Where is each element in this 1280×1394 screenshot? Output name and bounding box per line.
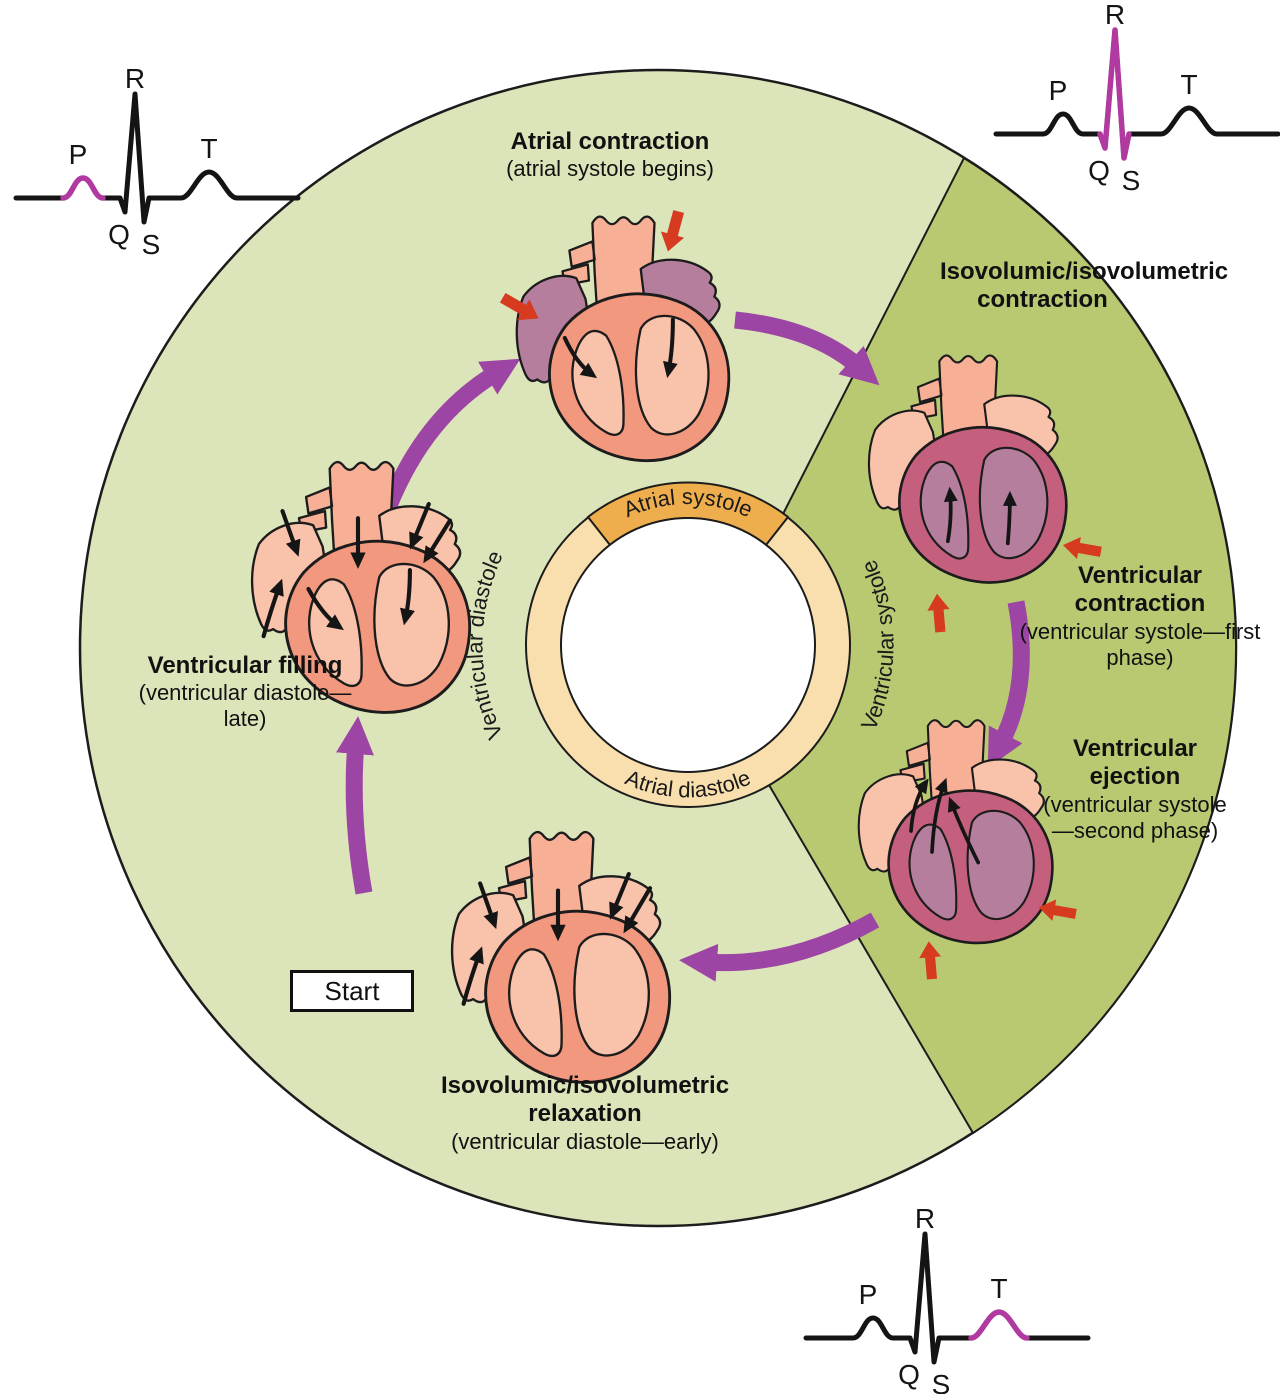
cycle-arrow-ejection-to-relaxation — [679, 912, 880, 982]
ecg-label-p: P — [69, 139, 88, 170]
blood-flow-arrow — [662, 317, 678, 379]
ecg-label-s: S — [932, 1369, 951, 1394]
heart-ventricular-filling — [250, 460, 472, 714]
stage-title: Atrial contraction — [510, 128, 710, 155]
blood-flow-arrow — [423, 518, 453, 564]
ecg-label-p: P — [859, 1279, 878, 1310]
blood-flow-arrow — [623, 886, 653, 934]
stage-subtitle: (ventricular systole—second phase) — [1043, 791, 1227, 843]
ecg-label-s: S — [142, 229, 161, 260]
ecg-label-q: Q — [898, 1359, 920, 1390]
heart-atrial-contraction — [496, 208, 731, 463]
ecg-label-q: Q — [108, 219, 130, 250]
start-box: Start — [290, 970, 414, 1012]
cycle-arrow-filling-to-atrial-contraction — [380, 358, 521, 512]
cycle-arrow-relaxation-to-filling — [336, 716, 374, 895]
stage-title: Ventricular contraction — [1074, 562, 1206, 618]
stage-title: Ventricular ejection — [1072, 735, 1198, 791]
ecg-label-p: P — [1049, 75, 1068, 106]
cycle-arrow-atrial-contraction-to-isovolumic-contraction — [734, 311, 880, 386]
start-label: Start — [324, 975, 380, 1006]
blood-flow-arrow — [461, 946, 484, 1006]
ring-center-hole — [560, 517, 816, 773]
blood-flow-arrow — [280, 509, 301, 557]
ecg-label-r: R — [125, 63, 145, 94]
ecg-label-t: T — [990, 1273, 1007, 1304]
stage-title: Isovolumic/isovolumetric relaxation — [440, 1072, 730, 1128]
label-isovolumic-relaxation: Isovolumic/isovolumetric relaxation (ven… — [400, 1072, 770, 1155]
label-isovolumic-contraction: Isovolumic/isovolumetric contraction — [940, 258, 1229, 315]
label-atrial-contraction: Atrial contraction (atrial systole begin… — [440, 128, 780, 182]
label-ventricular-filling: Ventricular filling (ventricular diastol… — [130, 652, 360, 732]
ecg-label-r: R — [915, 1203, 935, 1234]
ecg-p-wave-highlight: P R Q S T — [13, 63, 301, 260]
label-ventricular-ejection: Ventricular ejection (ventricular systol… — [1040, 735, 1230, 844]
heart-isovolumic-relaxation — [450, 830, 672, 1084]
blood-flow-arrow — [947, 796, 981, 865]
ecg-label-r: R — [1105, 0, 1125, 30]
blood-flow-arrow — [930, 777, 948, 854]
ecg-label-q: Q — [1088, 155, 1110, 186]
ecg-qrs-highlight: P R Q S T — [993, 0, 1280, 196]
ecg-label-t: T — [1180, 69, 1197, 100]
stage-subtitle: (atrial systole begins) — [506, 156, 714, 182]
blood-flow-arrow — [943, 486, 958, 544]
blood-flow-arrow — [562, 335, 598, 379]
stage-title: Isovolumic/isovolumetric contraction — [940, 258, 1229, 314]
blood-flow-arrow — [909, 778, 929, 833]
ecg-label-t: T — [200, 133, 217, 164]
stage-subtitle: (ventricular diastole—late) — [138, 680, 352, 732]
label-ventricular-contraction: Ventricular contraction (ventricular sys… — [1015, 562, 1265, 671]
ecg-label-s: S — [1122, 165, 1141, 196]
blood-flow-arrow — [478, 881, 498, 930]
heart-isovolumic-contraction — [867, 354, 1103, 634]
blood-flow-arrow — [261, 578, 284, 639]
blood-flow-arrow — [609, 871, 631, 920]
stage-title: Ventricular filling — [147, 652, 343, 679]
stage-subtitle: (ventricular diastole—early) — [451, 1128, 719, 1154]
stage-subtitle: (ventricular systole—first phase) — [1019, 618, 1261, 670]
blood-flow-arrow — [409, 501, 431, 550]
blood-flow-arrow — [306, 586, 344, 631]
cycle-arrow-contraction-to-ejection — [987, 600, 1030, 768]
ecg-t-wave-highlight: P R Q S T — [803, 1203, 1091, 1394]
heart-ventricular-ejection — [857, 718, 1078, 981]
blood-flow-arrow — [1002, 490, 1017, 546]
blood-flow-arrow — [400, 568, 415, 626]
